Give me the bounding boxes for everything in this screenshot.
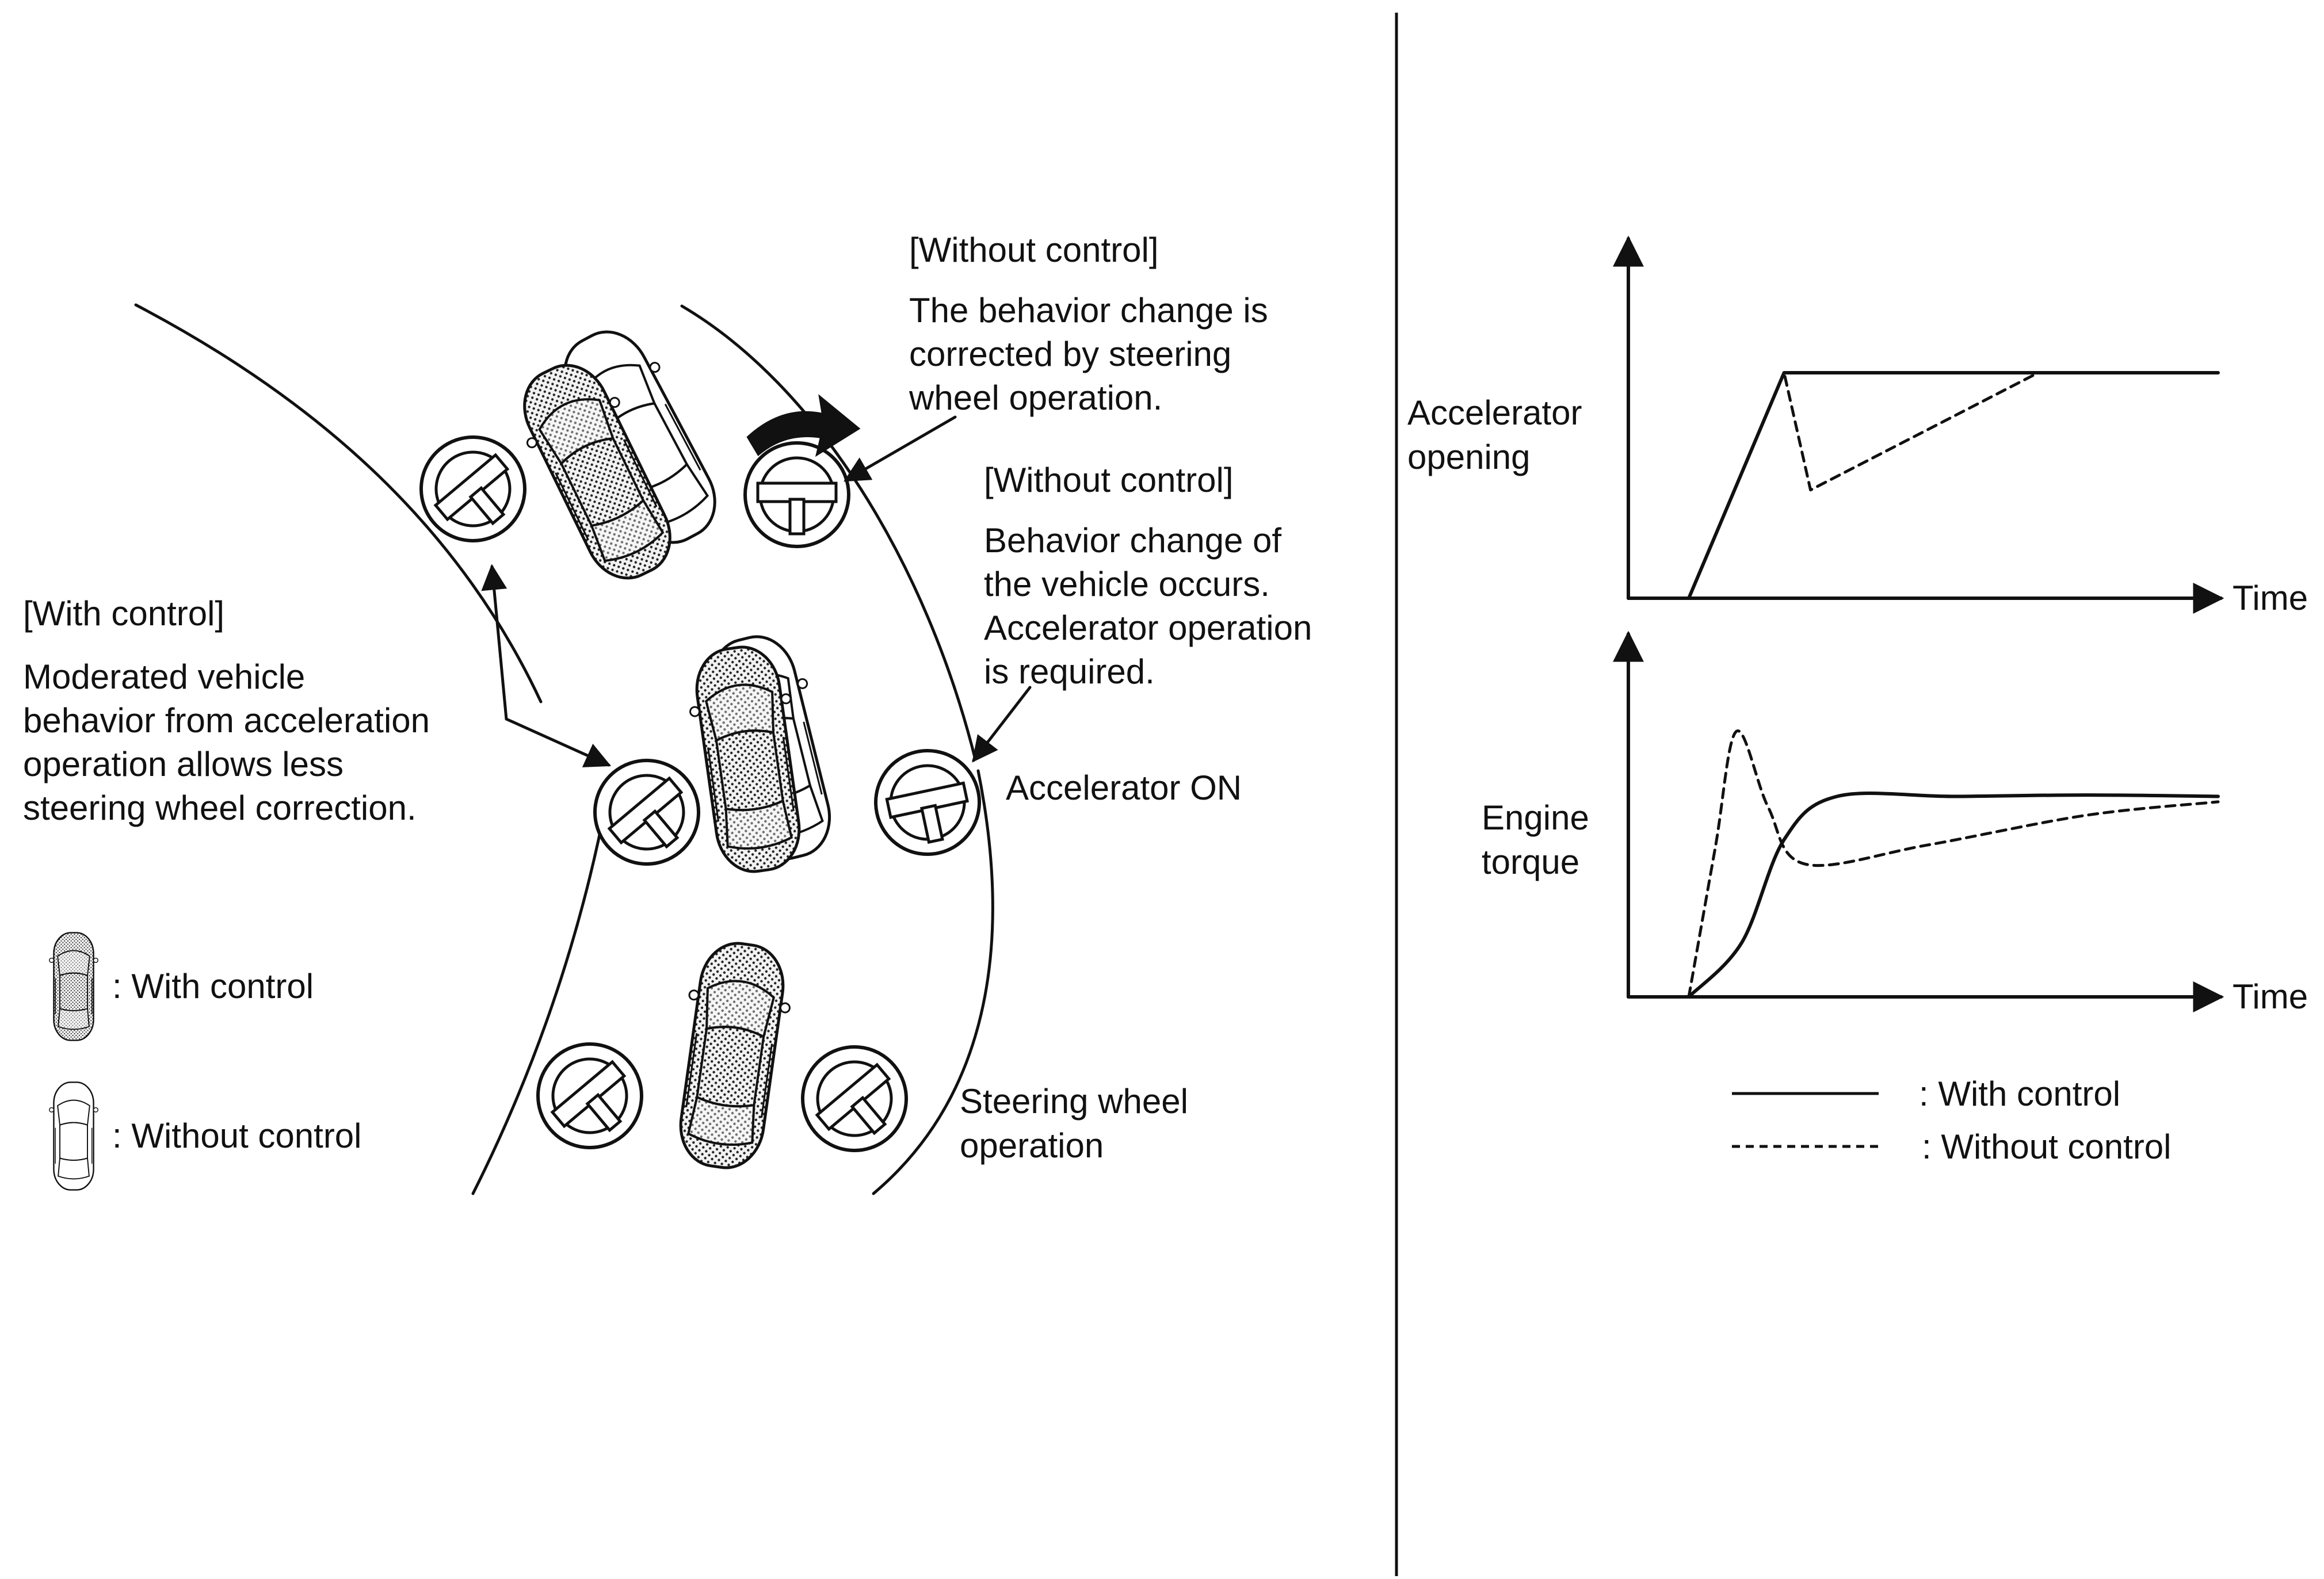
without-control-mid-line-4: is required.	[984, 652, 1155, 691]
series-line	[1687, 371, 2220, 600]
steering-wheel-operation-line-2: operation	[960, 1126, 1104, 1165]
steering-wheel-top-right	[745, 443, 849, 546]
with-control-line-2: behavior from acceleration	[23, 701, 430, 740]
without-control-mid-line-2: the vehicle occurs.	[984, 565, 1270, 603]
with-control-heading: [With control]	[23, 594, 224, 633]
car-bottom	[666, 938, 798, 1174]
chart-legend-without-control: : Without control	[1922, 1127, 2172, 1166]
road-left-edge	[134, 303, 543, 704]
legend-car-without-control-icon	[48, 1081, 99, 1191]
series-line	[1687, 729, 2220, 999]
without-control-top-line-3: wheel operation.	[909, 378, 1162, 417]
chart-bottom-xlabel: Time	[2233, 977, 2308, 1016]
road-centre-line	[471, 781, 612, 1195]
steering-wheel-top-left	[400, 416, 546, 562]
with-control-line-4: steering wheel correction.	[23, 789, 417, 827]
chart-legend-with-control: : With control	[1919, 1075, 2120, 1113]
chart-bottom-ylabel-line-1: Engine	[1482, 798, 1589, 837]
engine-torque-chart: Engine torque Time	[1482, 630, 2308, 1016]
legend-with-control-label: : With control	[112, 967, 314, 1005]
road-outer-right	[872, 769, 994, 1195]
series-line	[1687, 791, 2220, 999]
without-control-mid-line-3: Accelerator operation	[984, 609, 1312, 647]
with-control-line-3: operation allows less	[23, 745, 344, 783]
chart-top-ylabel-line-2: opening	[1407, 438, 1531, 476]
accelerator-opening-chart: Accelerator opening Time	[1407, 235, 2308, 617]
steering-wheel-operation-line-1: Steering wheel	[960, 1082, 1188, 1121]
without-control-top-heading: [Without control]	[909, 231, 1159, 269]
accelerator-on-label: Accelerator ON	[1006, 769, 1242, 807]
legend-car-with-control-icon	[48, 932, 99, 1041]
without-control-mid-heading: [Without control]	[984, 461, 1234, 499]
without-control-mid-line-1: Behavior change of	[984, 521, 1281, 560]
chart-bottom-ylabel-line-2: torque	[1482, 843, 1579, 881]
with-control-line-1: Moderated vehicle	[23, 657, 305, 696]
without-control-top-line-2: corrected by steering	[909, 335, 1231, 373]
road-inner-right	[680, 304, 977, 761]
leader-arrows	[481, 415, 1032, 767]
legend-without-control-label: : Without control	[112, 1117, 362, 1155]
chart-top-ylabel-line-1: Accelerator	[1407, 393, 1582, 432]
series-line	[1687, 371, 2220, 600]
chart-top-xlabel: Time	[2233, 579, 2308, 617]
without-control-top-line-1: The behavior change is	[909, 291, 1268, 330]
steering-wheel-mid-left	[574, 739, 720, 885]
steering-wheel-mid-right	[866, 741, 989, 863]
road-lines	[134, 303, 994, 1195]
steering-correction-arrow-icon	[746, 394, 861, 457]
chart-legend: : With control : Without control	[1732, 1075, 2172, 1166]
steering-wheel-bottom-right	[781, 1026, 928, 1172]
